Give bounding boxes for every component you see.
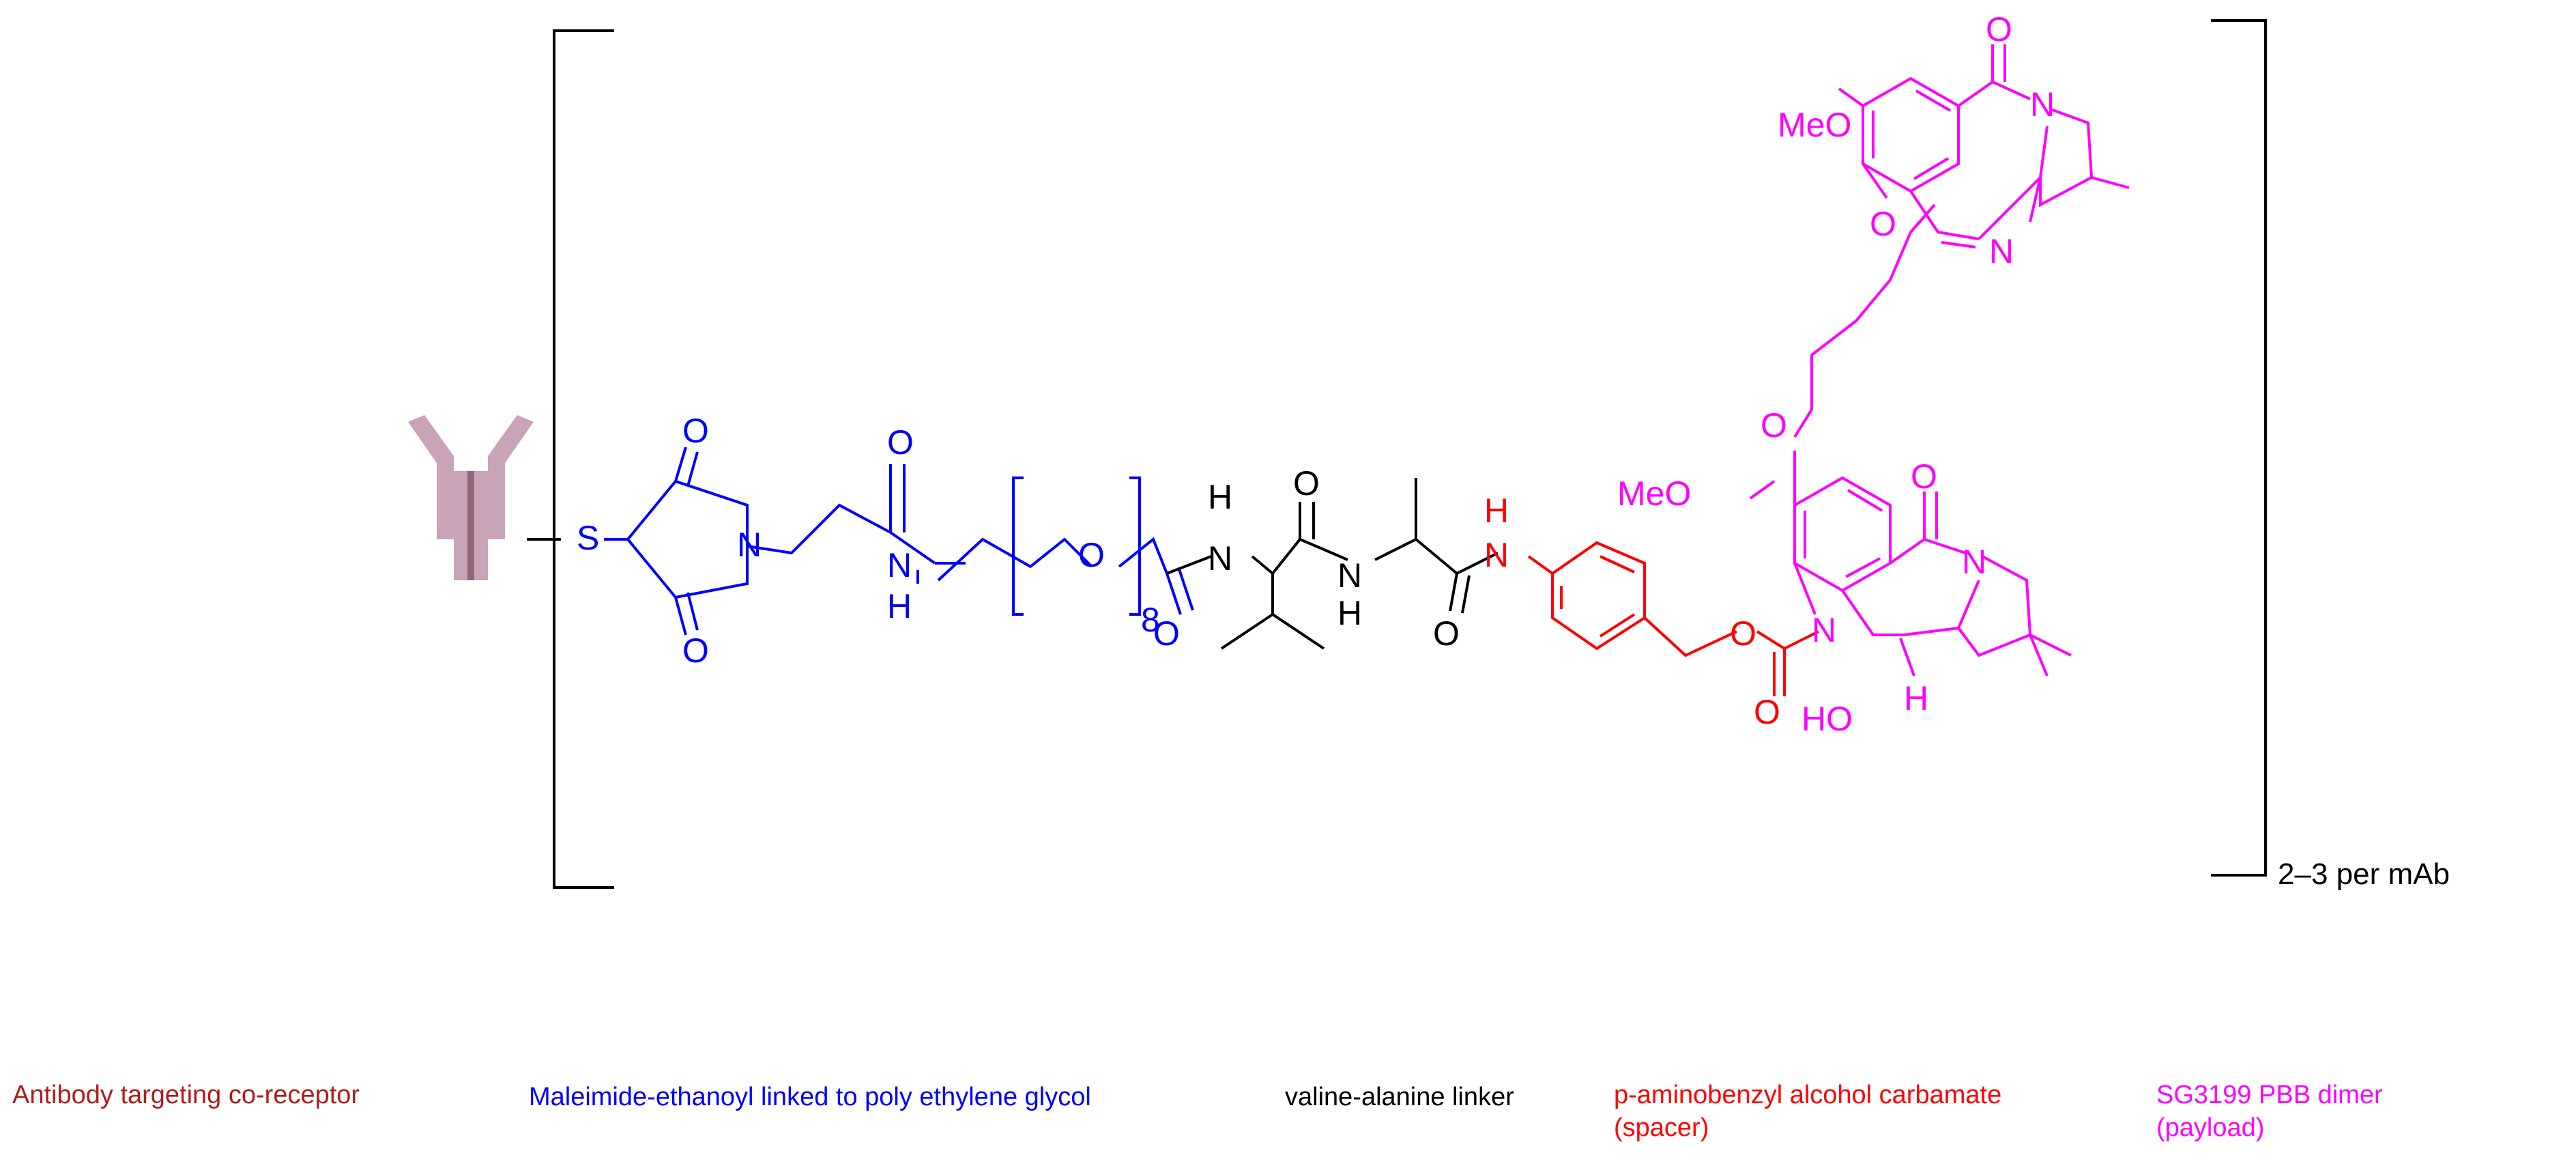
atom-n-amide-1: N xyxy=(887,546,912,584)
atom-o-maleimide-top: O xyxy=(682,412,709,450)
atom-o-ether-lower: O xyxy=(1761,406,1787,444)
atom-n-pbd-lower: N xyxy=(1812,611,1836,649)
legend-payload: SG3199 PBB dimer (payload) xyxy=(2156,1079,2383,1144)
peg-repeat-count: 8 xyxy=(1141,601,1160,639)
atom-n-pbd-upper-ring: N xyxy=(2030,85,2055,124)
atom-o-maleimide-bottom: O xyxy=(682,631,709,670)
legend-pab-spacer-line1: p-aminobenzyl alcohol carbamate xyxy=(1614,1081,2002,1109)
bracket-left xyxy=(553,29,614,889)
antibody-y-icon xyxy=(408,415,534,580)
atom-o-carbamate: O xyxy=(1730,614,1756,653)
valine-alanine-segment xyxy=(1166,478,1499,650)
legend-payload-line2: (payload) xyxy=(2156,1113,2265,1142)
atom-o-peg: O xyxy=(1078,536,1105,574)
legend-maleimide-peg: Maleimide-ethanoyl linked to poly ethyle… xyxy=(529,1081,1091,1113)
atom-n-pbd-upper-imine: N xyxy=(1989,232,2014,270)
pab-carbamate-segment xyxy=(1527,541,1819,696)
legend-payload-line1: SG3199 PBB dimer xyxy=(2156,1081,2383,1109)
atom-s: S xyxy=(577,519,599,557)
atom-n-maleimide: N xyxy=(737,526,762,564)
atom-o-val: O xyxy=(1293,464,1320,502)
drug-loading-label: 2–3 per mAb xyxy=(2278,857,2450,891)
atom-ho: HO xyxy=(1801,700,1853,738)
atom-h-ala: H xyxy=(1337,594,1362,632)
atom-o-amide-1: O xyxy=(887,423,914,461)
atom-o-pbd-lower: O xyxy=(1911,457,1937,496)
atom-o-ether-upper: O xyxy=(1870,205,1896,243)
atom-nh-ala: N xyxy=(1337,556,1362,595)
legend-antibody: Antibody targeting co-receptor xyxy=(12,1079,360,1111)
meo-upper: MeO xyxy=(1778,106,1851,144)
legend-valine-alanine: valine-alanine linker xyxy=(1285,1081,1514,1113)
maleimide-peg-segment xyxy=(604,446,1194,636)
atom-h-pbd-lower: H xyxy=(1904,679,1928,717)
atom-h-val: H xyxy=(1208,478,1232,516)
atom-h-amide-1: H xyxy=(887,587,912,625)
atom-h-anilide: H xyxy=(1484,492,1509,530)
meo-lower: MeO xyxy=(1617,474,1691,513)
atom-labels: S O N O O N H O 8 O H N O N H O H N O O … xyxy=(577,10,2450,891)
atom-o-ala: O xyxy=(1433,614,1460,653)
atom-o-peg-carbonyl: O xyxy=(1153,614,1180,653)
atom-o-carbamate-carbonyl: O xyxy=(1754,693,1780,731)
legend-pab-spacer-line2: (spacer) xyxy=(1614,1113,1709,1142)
atom-n-pbd-lower-ring: N xyxy=(1962,543,1986,581)
bracket-right xyxy=(2211,19,2267,877)
atom-n-val: N xyxy=(1208,539,1232,578)
legend-antibody-line1: Antibody targeting co-receptor xyxy=(12,1081,360,1109)
atom-o-pbd-upper: O xyxy=(1986,10,2012,48)
atom-n-anilide: N xyxy=(1484,536,1509,574)
pbd-dimer-payload xyxy=(1749,44,2130,677)
legend-valine-alanine-line1: valine-alanine linker xyxy=(1285,1083,1514,1111)
legend-maleimide-peg-line1: Maleimide-ethanoyl linked to poly ethyle… xyxy=(529,1083,1091,1111)
legend-pab-spacer: p-aminobenzyl alcohol carbamate (spacer) xyxy=(1614,1079,2001,1144)
